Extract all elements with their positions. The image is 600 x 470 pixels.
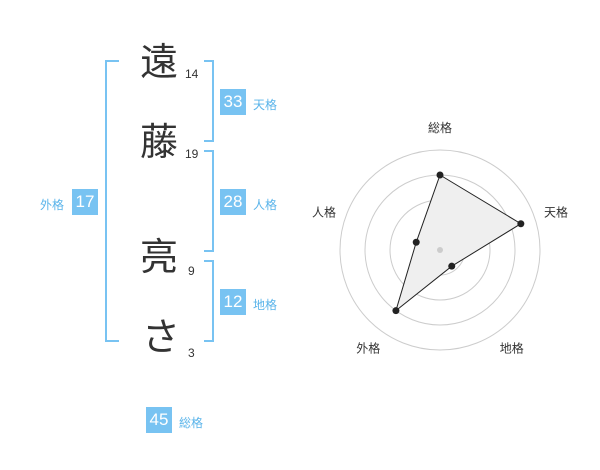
radar-axis-label: 地格	[500, 341, 524, 356]
gaikaku-bracket	[105, 60, 119, 342]
name-char-2: 藤	[140, 120, 179, 164]
radar-axis-label: 人格	[312, 204, 336, 219]
soukaku-label: 総格	[179, 416, 204, 430]
name-char-3: 亮	[140, 235, 179, 279]
name-char-1: 遠	[140, 40, 179, 84]
gaikaku-label: 外格	[40, 198, 65, 212]
radar-point	[517, 220, 525, 228]
tenkaku-bracket	[204, 60, 214, 142]
radar-axis-label: 外格	[356, 341, 380, 356]
gaikaku-value: 17	[72, 189, 98, 215]
stroke-count-2: 19	[185, 147, 199, 161]
soukaku-value: 45	[146, 407, 172, 433]
jinkaku-value: 28	[220, 189, 246, 215]
stroke-count-3: 9	[188, 264, 195, 278]
radar-point	[392, 307, 400, 315]
chikaku-bracket	[204, 260, 214, 342]
stroke-count-4: 3	[188, 346, 195, 360]
name-char-4: さ	[142, 315, 181, 359]
radar-axis-label: 天格	[544, 204, 568, 219]
radar-axis-label: 総格	[428, 120, 452, 135]
chikaku-label: 地格	[253, 298, 278, 312]
radar-point	[448, 262, 456, 270]
jinkaku-label: 人格	[253, 198, 278, 212]
radar-ring	[339, 149, 541, 351]
tenkaku-value: 33	[220, 89, 246, 115]
chikaku-value: 12	[220, 289, 246, 315]
radar-point	[412, 238, 420, 246]
stroke-count-1: 14	[185, 67, 199, 81]
radar-area	[394, 174, 522, 313]
radar-point	[436, 171, 444, 179]
radar-center	[437, 247, 443, 253]
tenkaku-label: 天格	[253, 98, 278, 112]
jinkaku-bracket	[204, 150, 214, 252]
